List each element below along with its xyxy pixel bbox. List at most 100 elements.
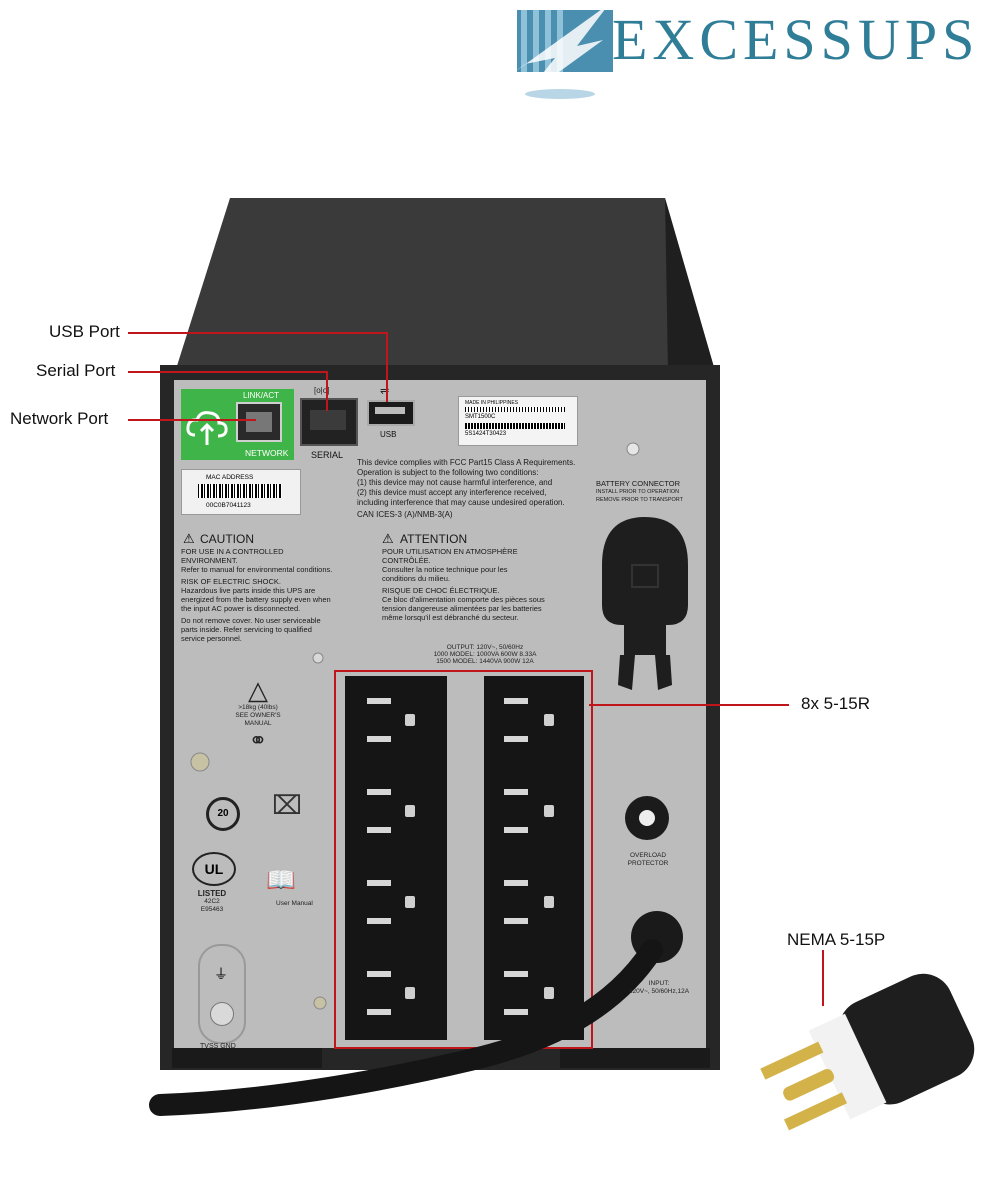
attention-line: POUR UTILISATION EN ATMOSPHÈRE	[382, 547, 518, 556]
mac-sticker: MAC ADDRESS 00C0B7041123	[181, 469, 301, 515]
caution-line: Refer to manual for environmental condit…	[181, 565, 333, 574]
overload-line: PROTECTOR	[627, 860, 669, 867]
attention-line: même lorsqu'il est débranché du secteur.	[382, 613, 519, 622]
brand-logo: EXCESSUPS	[505, 2, 995, 102]
caution-line: FOR USE IN A CONTROLLED	[181, 547, 284, 556]
ul-line: E95463	[200, 906, 224, 913]
barcode-icon	[465, 423, 565, 429]
mac-label: MAC ADDRESS	[206, 474, 254, 481]
attention-warning-icon: ⚠	[382, 531, 394, 546]
mac-value: 00C0B7041123	[206, 502, 251, 509]
caution-title: CAUTION	[200, 532, 254, 546]
battery-connector[interactable]	[590, 505, 700, 695]
attention-line: Ce bloc d'alimentation comporte des pièc…	[382, 595, 545, 604]
ul-listed-icon: UL	[192, 852, 236, 886]
weight-line: MANUAL	[244, 720, 272, 727]
fcc-line: Operation is subject to the following tw…	[357, 468, 539, 477]
network-label: NETWORK	[245, 448, 289, 458]
input-line: INPUT:	[648, 980, 670, 987]
outlet-7[interactable]	[484, 858, 584, 949]
battery-line: REMOVE PRIOR TO TRANSPORT	[596, 497, 683, 503]
ul-line: LISTED	[197, 889, 227, 898]
tvss-ground-terminal[interactable]: ⏚	[198, 944, 246, 1044]
weee-bin-icon: ⌧	[272, 790, 302, 820]
usb-port-callout: USB Port	[49, 322, 120, 341]
attention-text: POUR UTILISATION EN ATMOSPHÈRE CONTRÔLÉE…	[382, 547, 582, 622]
battery-title: BATTERY CONNECTOR	[596, 479, 681, 488]
logo-emblem-icon	[509, 4, 613, 99]
ul-line: 42C2	[204, 898, 220, 905]
sticker-country: MADE IN PHILIPPINES	[465, 400, 519, 406]
caution-line: the input AC power is disconnected.	[181, 604, 301, 613]
attention-line: RISQUE DE CHOC ÉLECTRIQUE.	[382, 586, 500, 595]
output-line: OUTPUT: 120V~, 50/60Hz	[446, 644, 524, 651]
nema-plug-icon	[760, 973, 975, 1131]
caution-line: service personnel.	[181, 634, 242, 643]
usb-icon: ⇌	[380, 385, 390, 397]
caution-text: FOR USE IN A CONTROLLED ENVIRONMENT. Ref…	[181, 547, 361, 643]
caution-line: ENVIRONMENT.	[181, 556, 238, 565]
overload-protector-button[interactable]	[625, 796, 669, 840]
serial-sticker: MADE IN PHILIPPINES SMT1500C 5S1424T3042…	[458, 396, 578, 446]
sticker-serial: 5S1424T30423	[465, 431, 507, 437]
brand-name: EXCESSUPS	[612, 7, 980, 72]
caution-warning-icon: ⚠	[183, 531, 195, 546]
network-port-panel: LINK/ACT NETWORK	[181, 389, 294, 460]
ground-icon: ⏚	[214, 966, 228, 982]
attention-line: tension dangereuse alimentées par les ba…	[382, 604, 542, 613]
caution-line: parts inside. Refer servicing to qualifi…	[181, 625, 312, 634]
weight-line: SEE OWNER'S	[235, 712, 281, 719]
output-rating: OUTPUT: 120V~, 50/60Hz 1000 MODEL: 1000V…	[400, 644, 570, 665]
network-link-label: LINK/ACT	[243, 391, 280, 400]
fcc-line: CAN ICES-3 (A)/NMB-3(A)	[357, 510, 453, 519]
sticker-model: SMT1500C	[465, 414, 496, 420]
outlet-strip-right	[484, 676, 584, 1040]
outlet-5[interactable]	[484, 676, 584, 767]
outlet-3[interactable]	[345, 858, 447, 949]
usb-port[interactable]	[367, 400, 415, 426]
warning-triangle-icon: △	[248, 675, 268, 705]
weight-warning: △ >18kg (40lbs) SEE OWNER'S MANUAL ⚭	[222, 676, 294, 754]
caution-line: Hazardous live parts inside this UPS are	[181, 586, 316, 595]
overload-label: OVERLOAD PROTECTOR	[618, 852, 678, 868]
caution-line: energized from the battery supply even w…	[181, 595, 331, 604]
outlet-8[interactable]	[484, 949, 584, 1040]
attention-line: Consulter la notice technique pour les	[382, 565, 508, 574]
battery-line: INSTALL PRIOR TO OPERATION	[596, 489, 680, 495]
outlet-6[interactable]	[484, 767, 584, 858]
weight-line: >18kg (40lbs)	[238, 704, 278, 711]
fcc-text: This device complies with FCC Part15 Cla…	[357, 458, 597, 520]
caution-line: Do not remove cover. No user serviceable	[181, 616, 321, 625]
barcode-icon	[198, 484, 282, 498]
fcc-line: (2) this device must accept any interfer…	[357, 488, 547, 497]
outlets-callout: 8x 5-15R	[801, 694, 870, 713]
outlet-2[interactable]	[345, 767, 447, 858]
network-port-callout: Network Port	[10, 409, 109, 428]
outlet-strip-left	[345, 676, 447, 1040]
plug-callout: NEMA 5-15P	[787, 930, 886, 949]
fcc-line: (1) this device may not cause harmful in…	[357, 478, 553, 487]
caution-line: RISK OF ELECTRIC SHOCK.	[181, 577, 282, 586]
attention-line: CONTRÔLÉE.	[382, 556, 431, 565]
serial-icon: [o|o]	[314, 386, 330, 395]
output-line: 1500 MODEL: 1440VA 900W 12A	[436, 658, 534, 665]
ground-screw	[210, 1002, 234, 1026]
two-person-lift-icon: ⚭	[248, 728, 268, 753]
barcode-icon	[465, 407, 565, 412]
serial-port[interactable]	[300, 398, 358, 446]
battery-connector-text: BATTERY CONNECTOR INSTALL PRIOR TO OPERA…	[596, 480, 696, 504]
outlet-1[interactable]	[345, 676, 447, 767]
attention-title: ATTENTION	[400, 532, 468, 546]
input-line: 120V~, 50/60Hz,12A	[628, 988, 690, 995]
manual-book-icon: 📖	[266, 867, 296, 894]
usb-label: USB	[380, 430, 397, 439]
ul-text: LISTED 42C2 E95463	[190, 890, 234, 914]
outlet-4[interactable]	[345, 949, 447, 1040]
serial-port-callout: Serial Port	[36, 361, 116, 380]
output-line: 1000 MODEL: 1000VA 600W 8.33A	[433, 651, 537, 658]
input-rating: INPUT: 120V~, 50/60Hz,12A	[604, 980, 714, 996]
serial-label: SERIAL	[311, 450, 344, 460]
cloud-upload-icon	[186, 411, 228, 445]
attention-line: conditions du milieu.	[382, 574, 450, 583]
ethernet-port[interactable]	[236, 402, 282, 442]
